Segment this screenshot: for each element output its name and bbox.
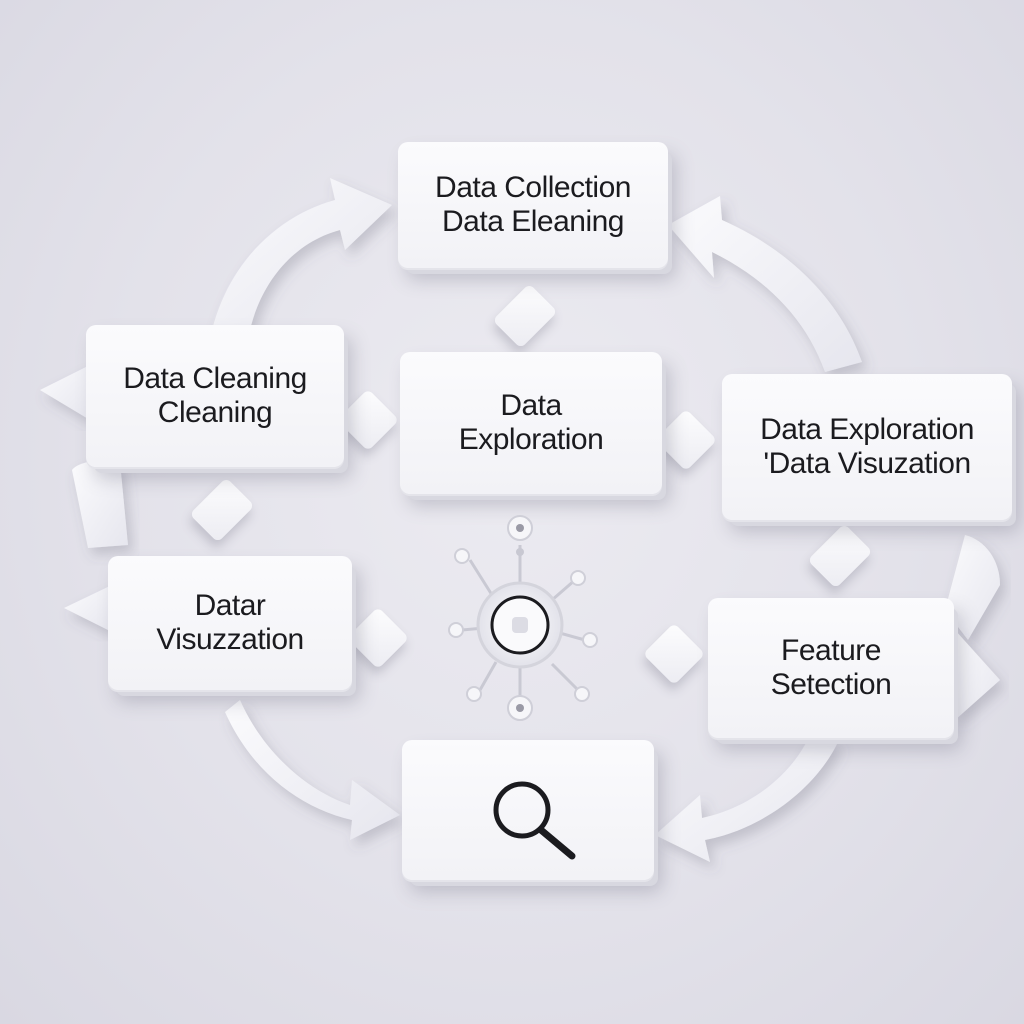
node-feature-selection: Feature Setection bbox=[708, 598, 954, 738]
arrow-top-right bbox=[668, 196, 862, 372]
arrow-top-left bbox=[212, 178, 392, 330]
arrow-bottom-right bbox=[655, 735, 838, 862]
node-label-line: Datar bbox=[194, 588, 266, 622]
network-hub-icon bbox=[448, 515, 598, 721]
node-label-line: Data Cleaning bbox=[123, 361, 307, 395]
node-label-line: Data Eleaning bbox=[442, 205, 624, 238]
node-label-line: Visuzzation bbox=[156, 623, 304, 656]
node-label-line: Cleaning bbox=[157, 396, 273, 429]
arrow-bottom-left bbox=[225, 700, 400, 840]
magnifier-icon bbox=[493, 781, 576, 860]
node-label-line: 'Data Visuzation bbox=[763, 447, 971, 480]
node-label-line: Feature bbox=[781, 633, 881, 667]
arrow-left-lower-out bbox=[64, 585, 112, 632]
node-label-line: Data Exploration bbox=[760, 412, 974, 446]
arrow-left-upper-out bbox=[40, 365, 90, 420]
node-label-line: Exploration bbox=[458, 423, 604, 456]
arrow-right-lower-out bbox=[955, 630, 1000, 720]
node-label-line: Data Collection bbox=[435, 170, 631, 204]
node-label-line: Data bbox=[500, 388, 562, 422]
node-label-line: Setection bbox=[770, 668, 892, 701]
node-data-cleaning: Data Cleaning Cleaning bbox=[86, 325, 344, 467]
node-data-exploration: Data Exploration bbox=[400, 352, 662, 494]
arrow-left-side bbox=[72, 460, 128, 548]
arrow-right-side bbox=[945, 535, 1000, 640]
node-data-collection: Data Collection Data Eleaning bbox=[398, 142, 668, 268]
node-search bbox=[402, 740, 654, 880]
node-data-visualization-lower: Datar Visuzzation bbox=[108, 556, 352, 690]
node-data-visualization-upper: Data Exploration 'Data Visuzation bbox=[722, 374, 1012, 520]
